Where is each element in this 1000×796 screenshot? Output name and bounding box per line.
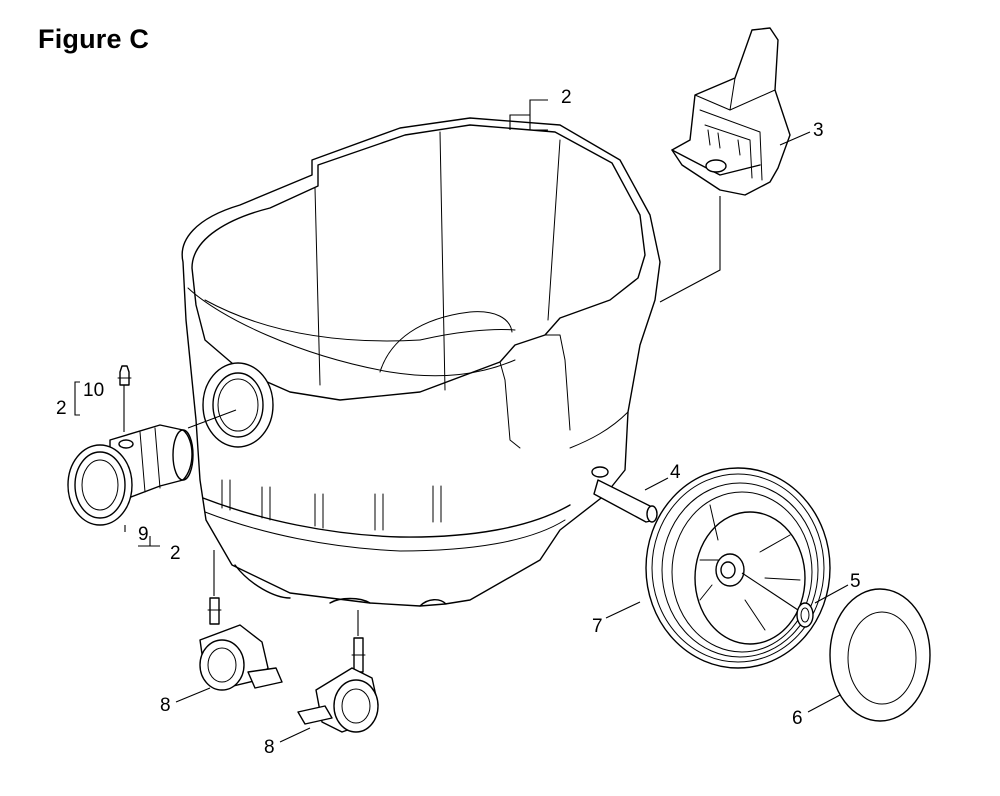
leader-9-to-port	[187, 409, 237, 429]
callout-8-bottom: 8	[264, 737, 275, 758]
callout-leaders	[74, 99, 849, 743]
callout-8-left: 8	[160, 695, 171, 716]
part-8-caster-left	[199, 550, 283, 691]
callout-5: 5	[850, 571, 861, 592]
callout-10: 10	[83, 380, 104, 401]
part-9-inlet-fitting	[67, 365, 194, 526]
leader-3-to-tank	[659, 196, 721, 303]
callout-6: 6	[792, 708, 803, 729]
part-3-bracket	[671, 27, 791, 196]
callout-9: 9	[138, 524, 149, 545]
callout-2-top: 2	[561, 87, 572, 108]
part-6-hubcap	[829, 588, 931, 722]
recovery-tank	[181, 117, 661, 607]
callout-3: 3	[813, 120, 824, 141]
part-8-caster-right	[297, 610, 379, 733]
callout-4: 4	[670, 462, 681, 483]
callout-2-left: 2	[56, 398, 67, 419]
callout-2-bottom: 2	[170, 543, 181, 564]
part-4-axle	[593, 479, 658, 523]
part-5-clip	[796, 602, 814, 628]
callout-7: 7	[592, 616, 603, 637]
figure-title: Figure C	[38, 24, 150, 54]
tank-ribs	[221, 479, 442, 531]
tank-inlet-port	[202, 362, 274, 448]
part-7-wheel	[645, 467, 831, 669]
leader-axle-to-clip	[741, 572, 799, 611]
